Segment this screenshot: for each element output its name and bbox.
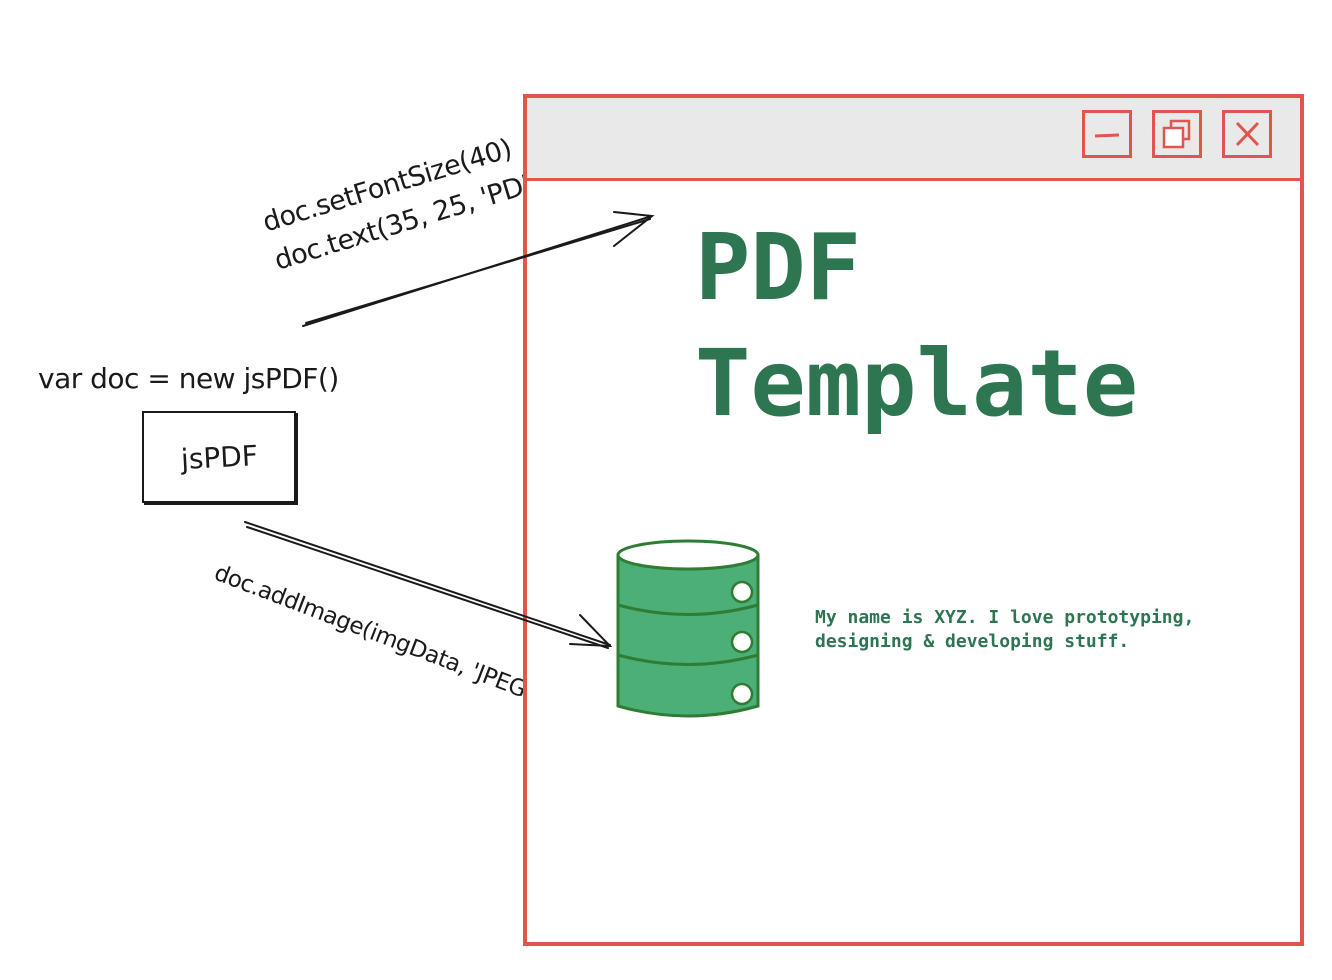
bio-line2: designing & developing stuff. xyxy=(815,631,1130,652)
restore-icon xyxy=(1162,119,1191,149)
pdf-window: PDF Template My name is XYZ. I love prot… xyxy=(523,94,1304,946)
minimize-button[interactable] xyxy=(1082,110,1132,158)
bio-line1: My name is XYZ. I love prototyping, xyxy=(815,607,1195,628)
pdf-title: PDF Template xyxy=(695,210,1138,442)
close-icon xyxy=(1235,121,1260,147)
pdf-title-line2: Template xyxy=(695,330,1139,437)
close-button[interactable] xyxy=(1222,110,1272,158)
minimize-icon xyxy=(1094,133,1120,138)
restore-button[interactable] xyxy=(1152,110,1202,158)
window-titlebar xyxy=(527,98,1300,181)
arrow-to-text xyxy=(302,211,655,327)
arrow-to-image xyxy=(244,521,613,649)
pdf-title-line1: PDF xyxy=(695,214,862,321)
bio-text: My name is XYZ. I love prototyping, desi… xyxy=(815,606,1194,654)
database-icon xyxy=(616,539,760,718)
constructor-code: var doc = new jsPDF() xyxy=(38,362,339,395)
jspdf-box: jsPDF xyxy=(142,411,296,503)
